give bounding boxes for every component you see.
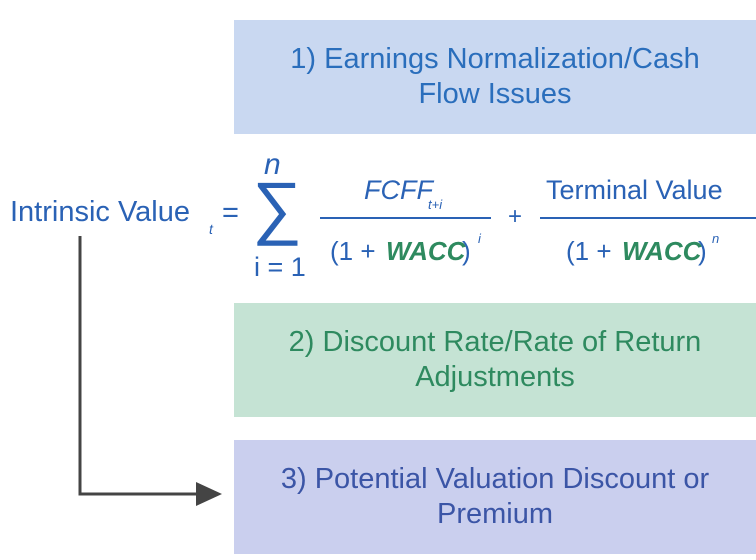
arrowhead-icon — [196, 482, 222, 506]
denominator-1-open: (1 + — [330, 236, 376, 266]
fraction-bar-1 — [320, 217, 491, 219]
intrinsic-value-subscript: t — [209, 221, 213, 237]
valuation-discount-box: 3) Potential Valuation Discount or Premi… — [234, 440, 756, 554]
equals-sign: = — [222, 197, 239, 229]
discount-rate-box: 2) Discount Rate/Rate of Return Adjustme… — [234, 303, 756, 417]
earnings-normalization-box: 1) Earnings Normalization/Cash Flow Issu… — [234, 20, 756, 134]
denominator-2-open: (1 + — [566, 236, 612, 266]
connector-line — [78, 236, 200, 496]
valuation-discount-label: 3) Potential Valuation Discount or Premi… — [280, 463, 710, 530]
wacc-term-2: WACC — [622, 236, 702, 266]
fraction-bar-2 — [540, 217, 756, 219]
intrinsic-value-label: Intrinsic Value — [10, 196, 190, 228]
fcff-subscript: t+i — [428, 197, 443, 212]
terminal-value-numerator: Terminal Value — [546, 175, 723, 205]
summation-upper-limit: n — [264, 148, 281, 181]
discount-rate-label: 2) Discount Rate/Rate of Return Adjustme… — [288, 326, 702, 393]
earnings-normalization-label: 1) Earnings Normalization/Cash Flow Issu… — [290, 43, 700, 110]
plus-sign: + — [508, 203, 523, 230]
denominator-1-exponent: i — [478, 231, 481, 246]
wacc-term-1: WACC — [386, 236, 466, 266]
denominator-1-close: ) — [462, 236, 471, 266]
denominator-2-exponent: n — [712, 231, 720, 246]
summation-lower-limit: i = 1 — [254, 252, 306, 282]
fcff-numerator: FCFF — [364, 175, 433, 205]
denominator-2-close: ) — [698, 236, 707, 266]
summation-symbol: ∑ — [252, 168, 302, 246]
